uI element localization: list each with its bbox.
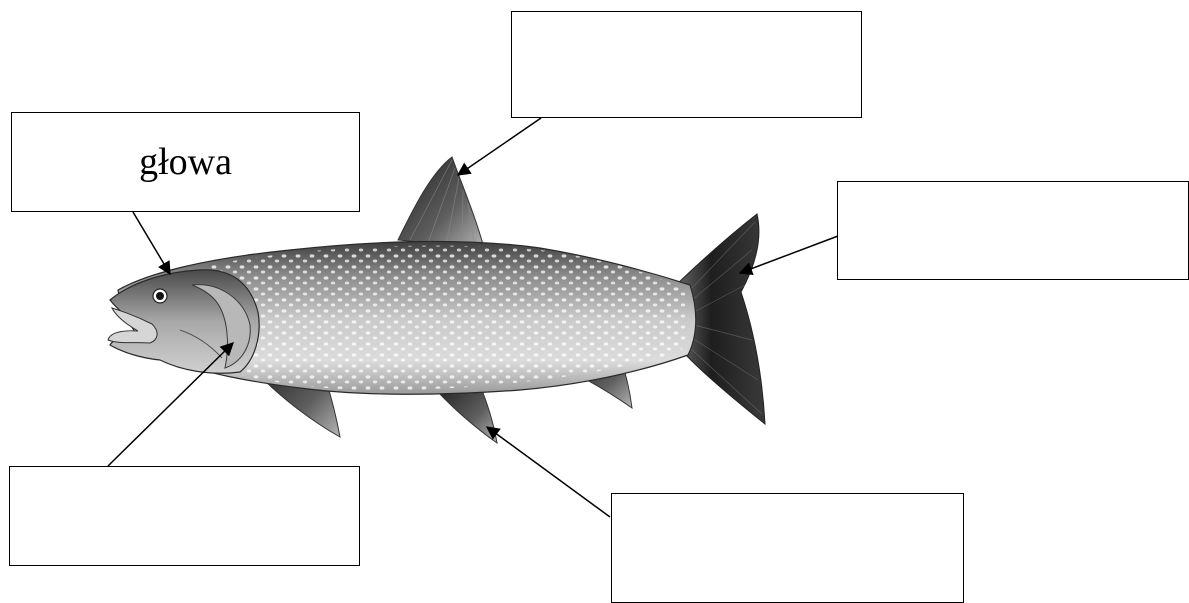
pointer-pelvic-fin bbox=[487, 427, 610, 517]
label-box-tail-fin[interactable] bbox=[837, 181, 1189, 280]
label-box-gill-cover[interactable] bbox=[9, 466, 360, 566]
label-head-text: głowa bbox=[139, 140, 232, 184]
label-box-dorsal-fin[interactable] bbox=[511, 11, 862, 118]
dorsal-fin bbox=[398, 157, 484, 248]
pointer-head bbox=[133, 212, 170, 274]
pointer-dorsal-fin bbox=[458, 118, 541, 175]
label-box-head: głowa bbox=[11, 112, 360, 212]
label-box-pelvic-fin[interactable] bbox=[611, 493, 964, 603]
